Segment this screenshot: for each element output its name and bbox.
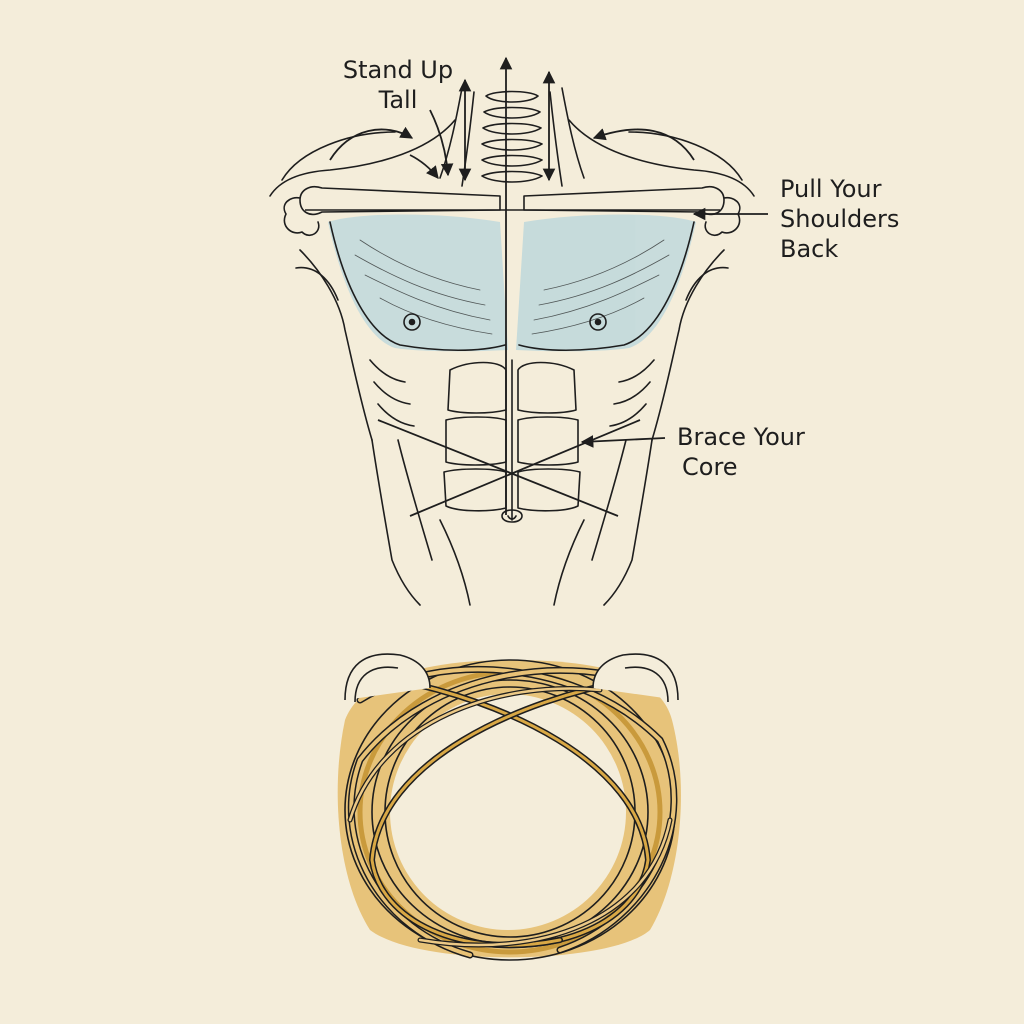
brace-core-line-1: Brace Your	[677, 423, 805, 451]
pull-shoulders-line-3: Back	[780, 235, 839, 263]
stand-up-tall-label: Stand Up Tall	[338, 55, 458, 115]
pectoral-fibres	[354, 239, 670, 335]
right-clavicle	[523, 185, 725, 216]
brace-core-cross-line-b	[409, 419, 641, 517]
brace-core-label: Brace Your Core	[677, 422, 805, 482]
pull-shoulders-line-1: Pull Your	[780, 175, 882, 203]
abdominal-muscles	[443, 361, 581, 512]
left-shoulder-curve-arrow	[329, 126, 414, 161]
pull-shoulders-line-2: Shoulders	[780, 205, 900, 233]
stand-up-tall-line-1: Stand Up	[342, 56, 454, 84]
pull-shoulders-back-label: Pull Your Shoulders Back	[780, 174, 899, 264]
brace-core-line-2: Core	[682, 453, 738, 481]
chest-highlight	[328, 214, 696, 352]
woven-resistance-band-ring	[337, 653, 681, 961]
left-trapezius	[269, 119, 456, 197]
left-arm-contour	[299, 249, 373, 441]
brace-core-pointer	[580, 435, 666, 448]
right-arm-contour	[651, 249, 725, 441]
right-trapezius	[568, 119, 755, 197]
left-clavicle	[299, 185, 501, 216]
posture-cue-arrows	[305, 56, 768, 517]
right-shoulder-curve-arrow	[592, 128, 695, 161]
stand-up-tall-line-2: Tall	[378, 86, 418, 114]
anatomical-torso	[269, 87, 755, 606]
brace-core-cross-line-a	[377, 419, 619, 517]
cervical-spine	[481, 90, 543, 183]
